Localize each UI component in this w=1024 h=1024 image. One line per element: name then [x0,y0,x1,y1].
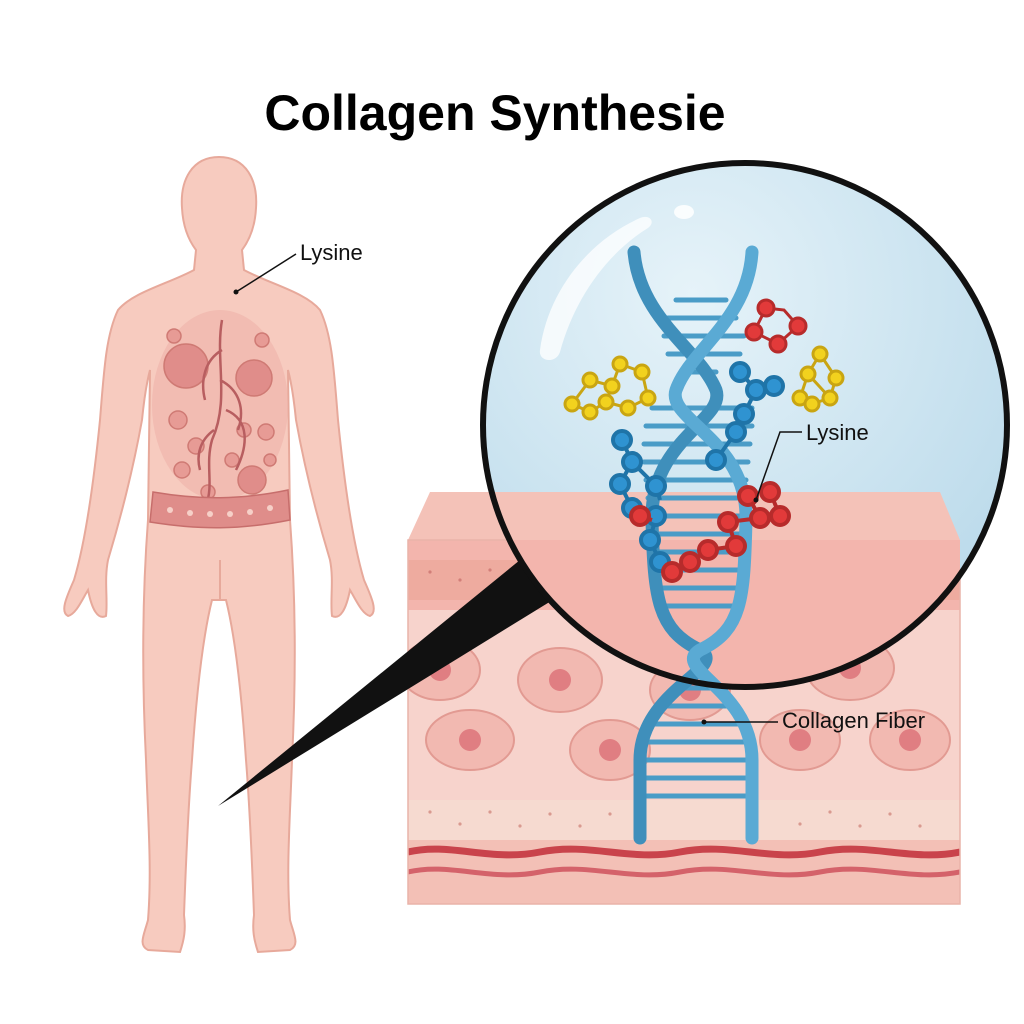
waist-tissue-band [149,489,291,529]
yellow-molecule-right [791,345,845,413]
zoom-wedge [218,560,556,806]
waist-band-dots [167,505,273,517]
body-lysine-dot [233,289,239,295]
magnified-lysine-dot [753,497,759,503]
torso-cells [163,328,277,500]
blood-vessel-wave-1 [408,845,960,859]
body-lysine-label: Lysine [300,240,363,265]
page-title: Collagen Synthesie [264,85,726,141]
red-molecule-top [744,298,808,354]
tissue-lower-dotted-layer [408,800,960,840]
lower-layer-dots [428,810,922,828]
body-silhouette [63,155,375,954]
lysine-molecule-blue [609,361,785,573]
magnified-lysine-label: Lysine [806,420,869,445]
yellow-molecule-left [563,355,657,421]
magnified-lysine-leader [755,431,802,501]
collagen-fiber-label: Collagen Fiber [782,708,926,733]
lens-glare [539,216,652,361]
blood-vessel-wave-2 [408,866,960,878]
lens-rim [480,160,1010,690]
body-lysine-leader [235,253,297,293]
lens-glare-dot [674,205,694,219]
torso-vessel-branches [197,319,246,506]
human-body-figure [63,155,375,954]
collagen-fiber-dot [701,719,707,725]
red-molecule-chain [629,481,791,583]
